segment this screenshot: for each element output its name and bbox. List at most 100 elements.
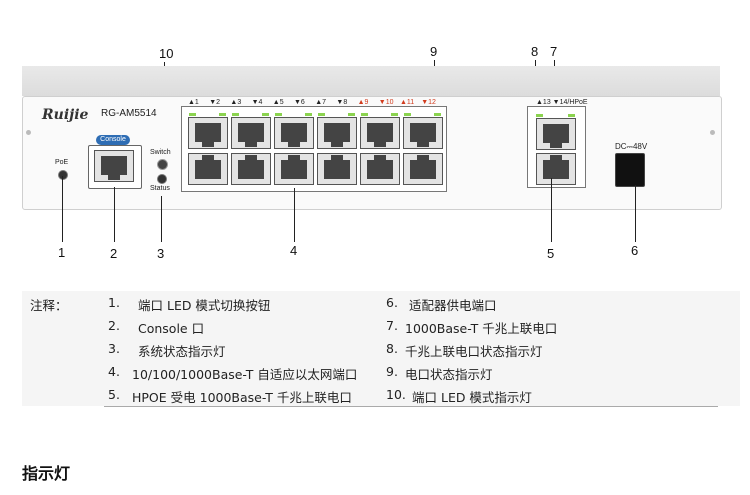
ethernet-port-9	[360, 117, 400, 149]
note-text-2: Console 口	[138, 321, 205, 336]
ethernet-port-8	[317, 153, 357, 185]
ethernet-port-7	[317, 117, 357, 149]
uplink-led-14	[568, 114, 575, 117]
mount-hole-left	[26, 130, 31, 135]
port-label-1: ▲1	[188, 99, 199, 106]
dc-power-jack	[615, 153, 645, 187]
callout-6: 6	[631, 243, 639, 258]
status-led	[157, 174, 167, 184]
callout-7: 7	[550, 44, 558, 59]
ethernet-port-block	[181, 106, 447, 192]
uplink-led-13	[536, 114, 543, 117]
notes-panel	[22, 291, 740, 406]
port-label-10: ▼10	[378, 99, 394, 106]
port-label-3: ▲3	[230, 99, 242, 106]
port-label-11: ▲11	[400, 99, 415, 106]
port-led-7-r	[348, 113, 355, 116]
note-num-3: 3.	[108, 341, 120, 356]
section-title: 指示灯	[22, 464, 71, 483]
leader-5	[551, 178, 552, 242]
ethernet-port-1	[188, 117, 228, 149]
callout-8: 8	[531, 44, 539, 59]
dc-label: DC⎓48V	[615, 142, 648, 151]
uplink-port-block	[527, 106, 586, 188]
note-text-3: 系统状态指示灯	[138, 344, 226, 359]
note-num-7: 7.	[386, 318, 398, 333]
port-led-3-l	[232, 113, 239, 116]
status-label: Status	[150, 185, 170, 192]
callout-4: 4	[290, 243, 298, 258]
ethernet-port-6	[274, 153, 314, 185]
port-label-4: ▼4	[251, 99, 263, 106]
notes-divider	[104, 406, 718, 407]
console-port	[88, 145, 142, 189]
callout-9: 9	[430, 44, 438, 59]
ethernet-port-2	[188, 153, 228, 185]
port-label-5: ▲5	[272, 99, 284, 106]
port-label-2: ▼2	[209, 99, 221, 106]
callout-1: 1	[58, 245, 66, 260]
chassis-top	[22, 66, 720, 96]
ethernet-port-12	[403, 153, 443, 185]
callout-2: 2	[110, 246, 118, 261]
callout-5: 5	[547, 246, 555, 261]
ethernet-port-11	[403, 117, 443, 149]
uplink-port-13	[536, 118, 576, 150]
notes-heading: 注释：	[30, 298, 68, 313]
port-led-9-l	[361, 113, 368, 116]
ethernet-port-3	[231, 117, 271, 149]
port-number-labels: ▲1 ▼2 ▲3 ▼4 ▲5 ▼6 ▲7 ▼8 ▲9 ▼10 ▲11 ▼12	[188, 99, 448, 108]
note-text-1: 端口 LED 模式切换按钮	[138, 298, 271, 313]
port-led-9-r	[391, 113, 398, 116]
brand-logo: Ruijie	[42, 107, 89, 123]
port-label-8: ▼8	[336, 99, 348, 106]
ethernet-port-5	[274, 117, 314, 149]
port-label-9: ▲9	[357, 99, 369, 106]
console-badge: Console	[96, 135, 130, 145]
poe-label: PoE	[55, 159, 69, 166]
ethernet-port-10	[360, 153, 400, 185]
port-led-7-l	[318, 113, 325, 116]
model-label: RG-AM5514	[101, 108, 157, 119]
port-led-11-l	[404, 113, 411, 116]
port-label-7: ▲7	[315, 99, 327, 106]
note-text-10: 端口 LED 模式指示灯	[412, 390, 532, 405]
note-num-10: 10.	[386, 387, 406, 402]
port-led-1-r	[219, 113, 226, 116]
port-led-5-l	[275, 113, 282, 116]
leader-6	[635, 185, 636, 242]
callout-3: 3	[157, 246, 165, 261]
led-mode-switch-button[interactable]	[157, 159, 168, 170]
mount-hole-right	[710, 130, 715, 135]
uplink-label: ▲13 ▼14/HPoE	[536, 99, 588, 106]
note-num-1: 1.	[108, 295, 120, 310]
note-text-8: 千兆上联电口状态指示灯	[405, 344, 543, 359]
leader-2	[114, 187, 115, 242]
leader-3	[161, 196, 162, 242]
port-label-6: ▼6	[294, 99, 305, 106]
note-text-6: 适配器供电端口	[409, 298, 497, 313]
port-led-5-r	[305, 113, 312, 116]
note-num-2: 2.	[108, 318, 120, 333]
note-text-4: 10/100/1000Base-T 自适应以太网端口	[132, 367, 358, 382]
note-num-5: 5.	[108, 387, 120, 402]
port-label-12: ▼12	[421, 99, 436, 106]
note-num-8: 8.	[386, 341, 398, 356]
note-num-6: 6.	[386, 295, 398, 310]
leader-4	[294, 188, 295, 242]
leader-1	[62, 176, 63, 242]
note-num-9: 9.	[386, 364, 398, 379]
port-led-11-r	[434, 113, 441, 116]
ethernet-port-4	[231, 153, 271, 185]
note-text-7: 1000Base-T 千兆上联电口	[405, 321, 558, 336]
port-led-3-r	[262, 113, 269, 116]
poe-led	[58, 170, 68, 180]
note-text-9: 电口状态指示灯	[405, 367, 493, 382]
note-text-5: HPOE 受电 1000Base-T 千兆上联电口	[132, 390, 352, 405]
port-led-1-l	[189, 113, 196, 116]
callout-10: 10	[159, 46, 174, 61]
note-num-4: 4.	[108, 364, 120, 379]
switch-label: Switch	[150, 149, 171, 156]
uplink-port-14	[536, 153, 576, 185]
console-rj45	[94, 150, 134, 182]
